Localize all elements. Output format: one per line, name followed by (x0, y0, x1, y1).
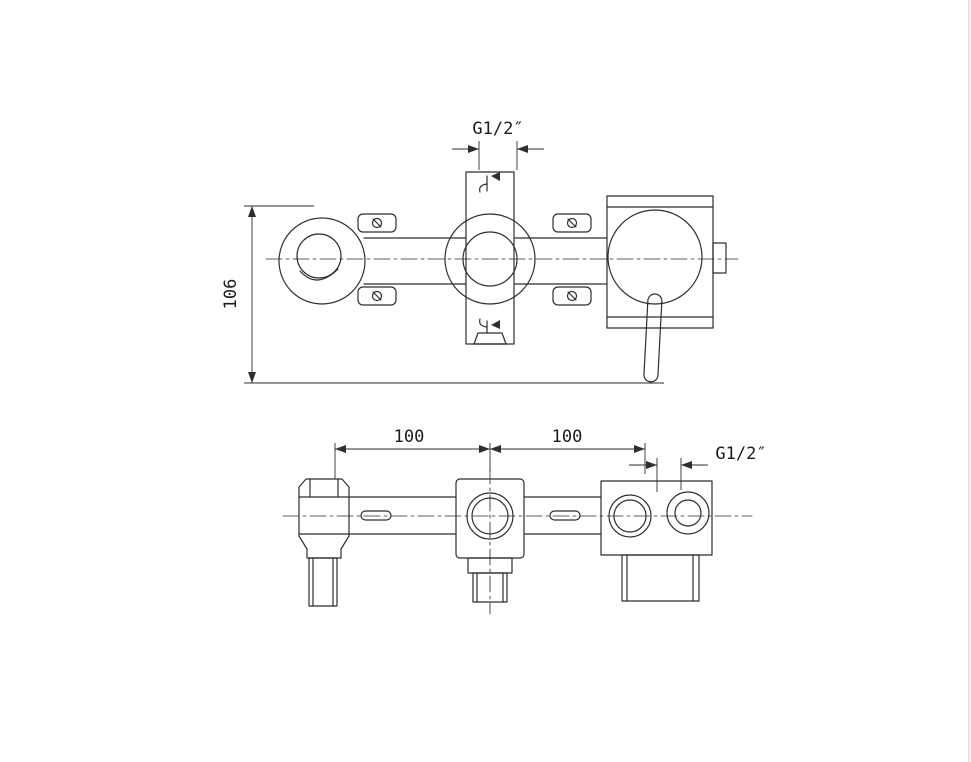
plan-view (282, 467, 753, 615)
dimension-port-spacing: 100 100 (334, 427, 646, 479)
lever-handle (643, 293, 663, 383)
dim-label-span-right: 100 (552, 427, 583, 447)
dimension-thread-top: G1/2″ (452, 119, 544, 170)
left-handle-knob (278, 217, 366, 305)
right-valve-with-lever (606, 195, 727, 383)
front-view (265, 171, 739, 383)
dimension-height-106: 106 (221, 205, 664, 384)
right-valve-block (600, 480, 713, 602)
dim-label-thread-top: G1/2″ (472, 119, 523, 139)
top-port-fitting (479, 172, 500, 193)
dim-label-height: 106 (221, 279, 241, 310)
dim-label-span-left: 100 (394, 427, 425, 447)
center-valve-block (455, 478, 525, 603)
bottom-port-fitting (473, 318, 507, 345)
center-valve-body (444, 171, 536, 345)
mounting-tabs (357, 213, 592, 306)
front-body-bar (363, 237, 608, 285)
left-inlet-fitting (298, 478, 350, 607)
dimension-thread-side: G1/2″ (629, 444, 767, 492)
connecting-bars (348, 496, 602, 535)
dim-label-thread-side: G1/2″ (715, 444, 766, 464)
